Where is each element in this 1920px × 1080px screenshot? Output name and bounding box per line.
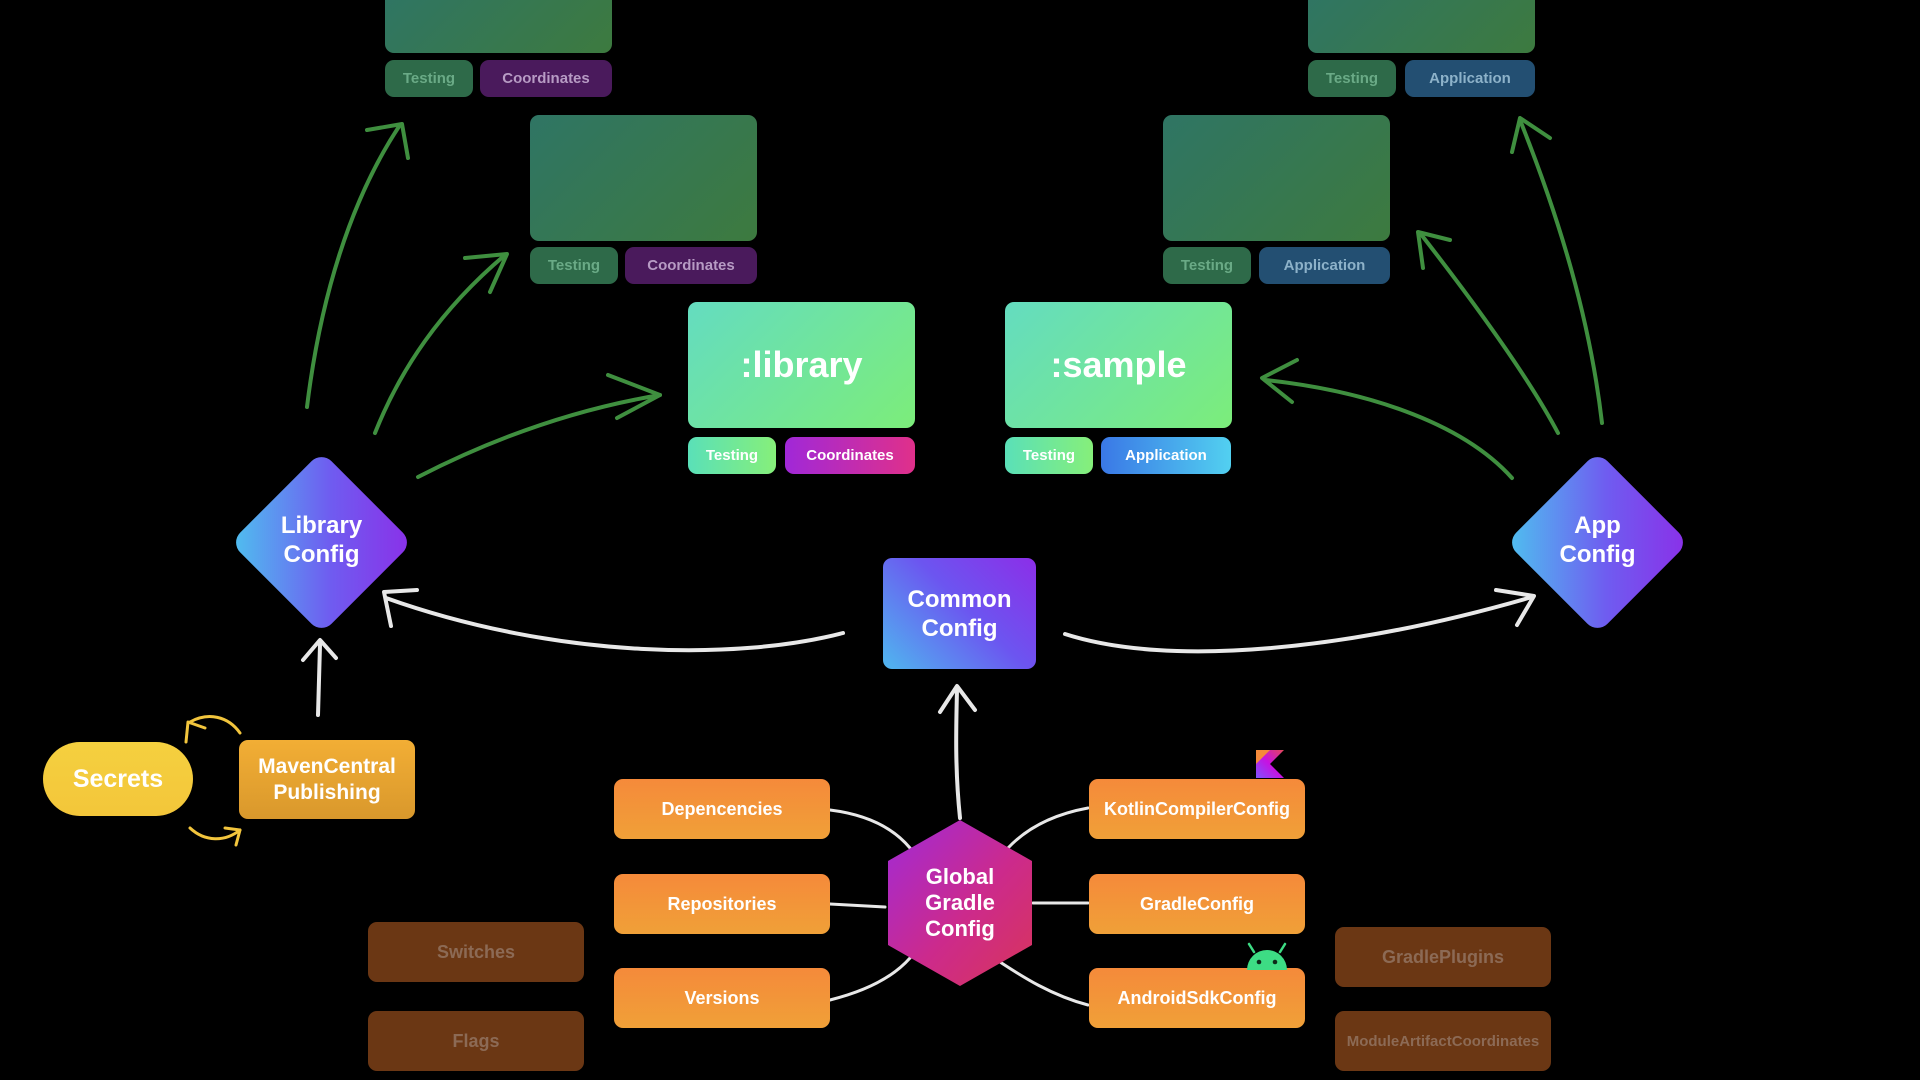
cycle-arrow-top	[188, 715, 242, 735]
cycle-arrow-top-head	[184, 720, 207, 744]
arrow-library-to-top	[305, 123, 402, 409]
tag-testing: Testing	[385, 60, 473, 97]
sample-module-title: :sample	[1050, 344, 1187, 385]
arrow-common-to-app	[1063, 595, 1534, 654]
arrow-maven-to-library	[316, 643, 322, 717]
tag-coordinates: Coordinates	[785, 437, 915, 474]
arrow-library-to-mid	[373, 253, 507, 435]
maven-central-publishing-label: MavenCentral Publishing	[258, 754, 396, 804]
arrow-app-to-sample	[1263, 378, 1514, 480]
tag-testing: Testing	[1005, 437, 1093, 474]
kotlin-logo-icon	[1256, 750, 1284, 778]
secrets-pill: Secrets	[43, 742, 193, 816]
repositories-box: Repositories	[614, 874, 830, 934]
maven-central-publishing-box: MavenCentral Publishing	[239, 740, 415, 819]
library-variant-card-top	[385, 0, 612, 53]
sample-variant-card-top	[1308, 0, 1535, 53]
link-kotlin	[1006, 806, 1090, 850]
versions-box: Versions	[614, 968, 830, 1028]
arrow-app-to-sample-head	[1260, 358, 1299, 404]
tag-testing: Testing	[1163, 247, 1251, 284]
library-module-title: :library	[740, 344, 863, 385]
cycle-arrow-bottom-head	[223, 826, 242, 847]
library-module-card: :library	[688, 302, 915, 428]
gradle-config-box: GradleConfig	[1089, 874, 1305, 934]
link-repositories	[828, 902, 887, 909]
link-android	[998, 960, 1090, 1007]
tag-coordinates: Coordinates	[625, 247, 757, 284]
arrow-app-to-mid	[1418, 231, 1560, 435]
android-robot-icon	[1247, 942, 1287, 970]
arrow-common-to-library	[384, 596, 845, 653]
arrow-common-to-app-head	[1494, 588, 1536, 627]
gradle-plugins-box: GradlePlugins	[1335, 927, 1551, 987]
tag-testing: Testing	[688, 437, 776, 474]
tag-coordinates: Coordinates	[480, 60, 612, 97]
sample-variant-card-mid	[1163, 115, 1390, 241]
arrow-maven-to-library-head	[301, 638, 338, 662]
tag-testing: Testing	[1308, 60, 1396, 97]
tag-application: Application	[1405, 60, 1535, 97]
android-sdk-config-box: AndroidSdkConfig	[1089, 968, 1305, 1028]
arrow-global-to-common	[954, 688, 962, 820]
common-config-label: Common Config	[907, 585, 1012, 642]
global-gradle-config-label: Global Gradle Config	[925, 864, 995, 941]
dependencies-box: Depencencies	[614, 779, 830, 839]
kotlin-compiler-config-box: KotlinCompilerConfig	[1089, 779, 1305, 839]
cycle-arrow-bottom	[188, 826, 242, 841]
switches-box: Switches	[368, 922, 584, 982]
secrets-label: Secrets	[72, 764, 164, 793]
library-config-label: Library Config	[280, 512, 363, 568]
tag-application: Application	[1101, 437, 1231, 474]
sample-module-card: :sample	[1005, 302, 1232, 428]
arrow-common-to-library-head	[382, 588, 419, 628]
tag-application: Application	[1259, 247, 1390, 284]
library-variant-card-mid	[530, 115, 757, 241]
module-artifact-coordinates-box: ModuleArtifactCoordinates	[1335, 1011, 1551, 1071]
common-config-box: Common Config	[883, 558, 1036, 669]
arrow-library-to-top-head	[365, 122, 410, 160]
arrow-library-to-library	[416, 393, 662, 479]
arrow-app-to-mid-head	[1416, 230, 1452, 270]
arrow-library-to-library-head	[606, 373, 662, 420]
tag-testing: Testing	[530, 247, 618, 284]
arrow-app-to-top	[1518, 118, 1604, 425]
global-gradle-config-hexagon	[888, 820, 1032, 986]
link-dependencies	[828, 808, 912, 850]
arrow-app-to-top-head	[1510, 116, 1552, 154]
flags-box: Flags	[368, 1011, 584, 1071]
arrow-library-to-mid-head	[463, 252, 509, 294]
app-config-label: App Config	[1559, 512, 1636, 568]
arrow-global-to-common-head	[938, 684, 977, 714]
link-versions	[828, 956, 912, 1002]
